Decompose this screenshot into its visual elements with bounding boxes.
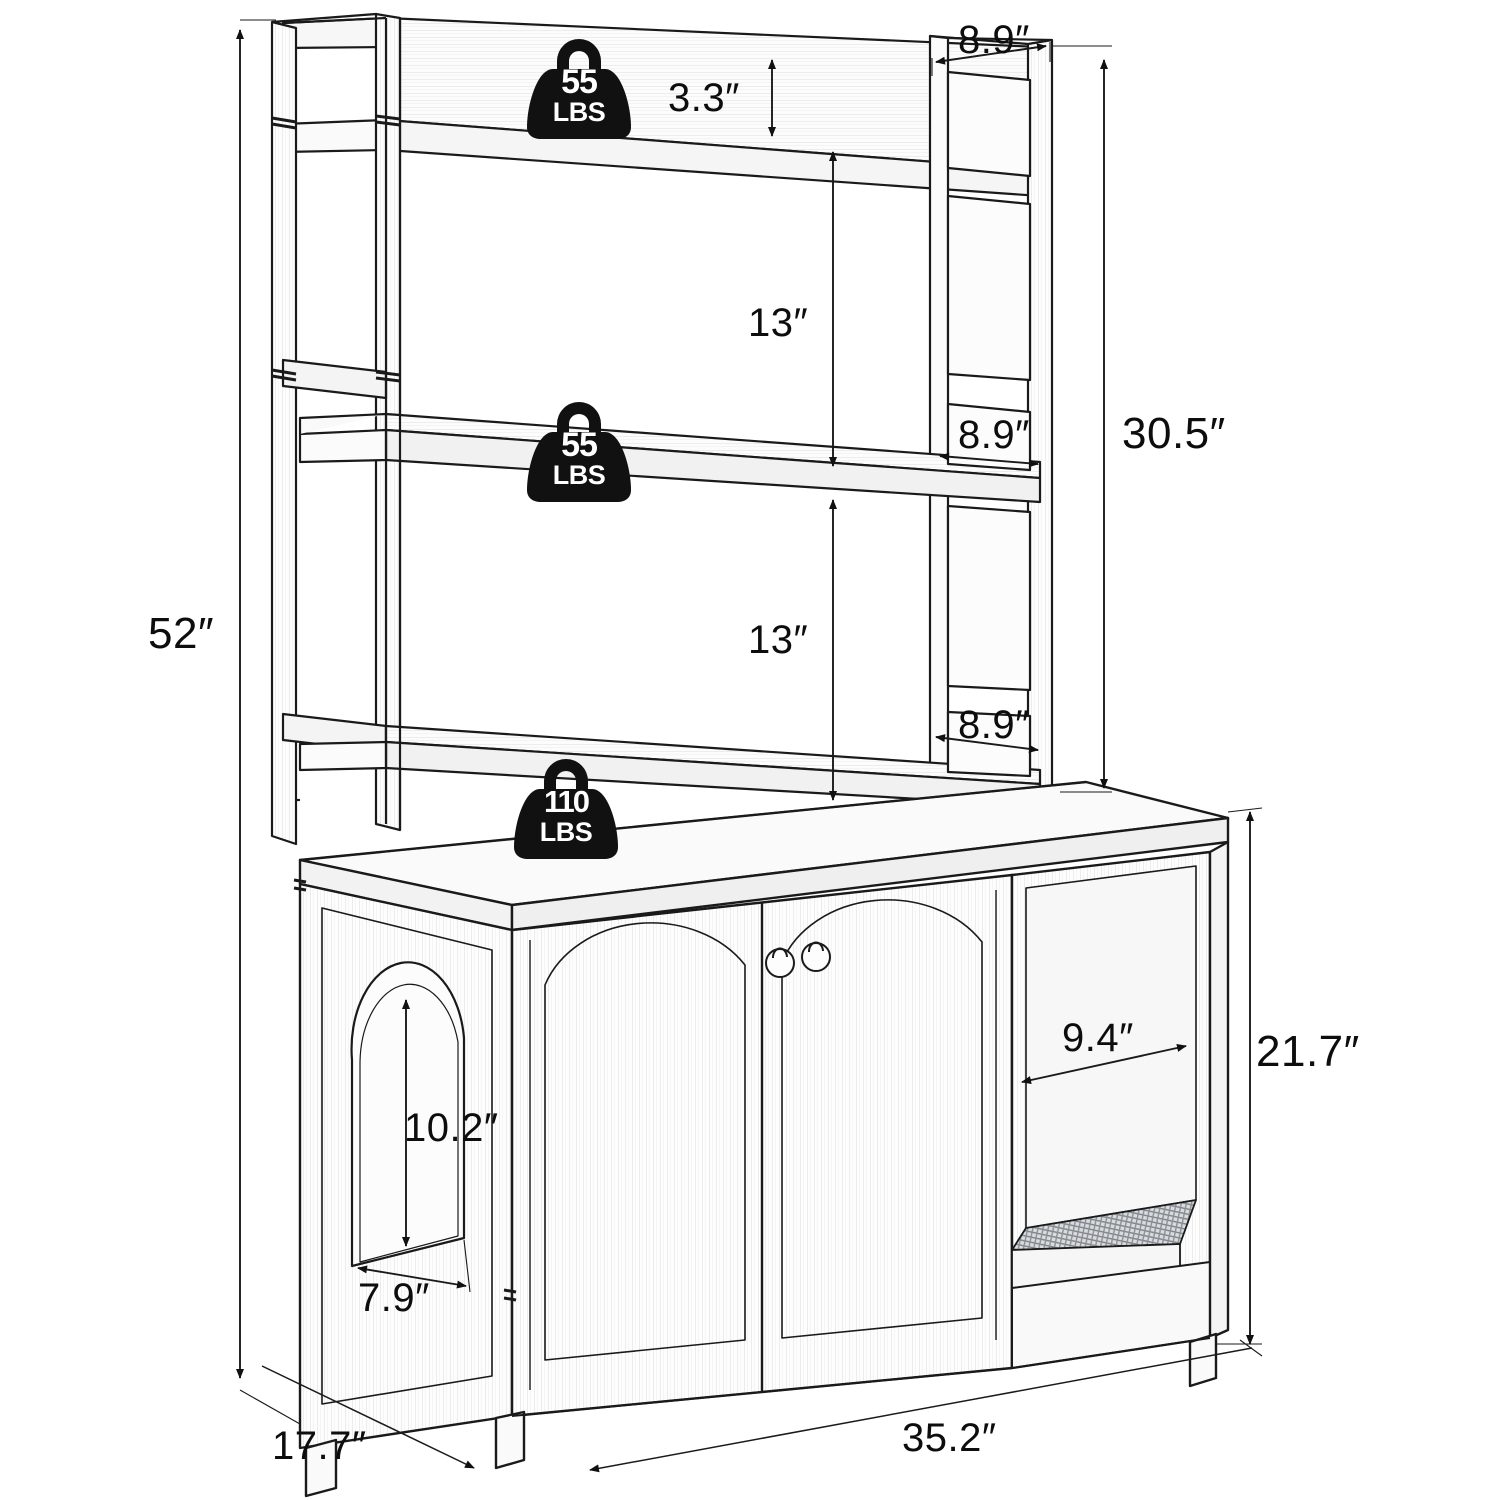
load-badge-middle-shape bbox=[527, 402, 631, 502]
dimension-label-side-width-top: 8.9″ bbox=[958, 18, 1030, 62]
load-badge-top-shelf: 55 LBS bbox=[525, 35, 633, 143]
load-badge-cabinet-unit: LBS bbox=[539, 817, 593, 847]
load-badge-top-unit: LBS bbox=[552, 97, 606, 127]
dimension-label-overall-depth: 17.7″ bbox=[272, 1424, 367, 1468]
dimension-label-cabinet-height: 21.7″ bbox=[1256, 1027, 1360, 1076]
dimension-label-hutch-height: 30.5″ bbox=[1122, 409, 1226, 458]
dimension-label-litter-bay-width: 9.4″ bbox=[1062, 1016, 1134, 1060]
load-badge-middle-unit: LBS bbox=[552, 460, 606, 490]
dimension-label-side-width-mid: 8.9″ bbox=[958, 413, 1030, 457]
dimension-label-cat-entry-height: 10.2″ bbox=[404, 1106, 499, 1150]
load-badge-cabinet-shape bbox=[514, 759, 618, 859]
load-badge-middle-shelf: 55 LBS bbox=[525, 398, 633, 506]
dimension-label-cat-entry-width: 7.9″ bbox=[358, 1276, 430, 1320]
load-badge-top-shape bbox=[527, 39, 631, 139]
dimension-label-side-width-bottom: 8.9″ bbox=[958, 703, 1030, 747]
dimension-label-overall-width: 35.2″ bbox=[902, 1416, 997, 1460]
dimension-label-overall-height: 52″ bbox=[148, 609, 215, 658]
dimension-label-shelf-gap-upper: 13″ bbox=[748, 301, 809, 345]
dimension-label-shelf-gap-lower: 13″ bbox=[748, 618, 809, 662]
load-badge-top-value: 55 bbox=[561, 63, 598, 101]
load-badge-cabinet-top: 110 LBS bbox=[512, 755, 620, 863]
dimension-label-top-shelf-gap: 3.3″ bbox=[668, 76, 740, 120]
load-badge-cabinet-value: 110 bbox=[543, 784, 590, 819]
load-badge-middle-value: 55 bbox=[561, 426, 598, 464]
